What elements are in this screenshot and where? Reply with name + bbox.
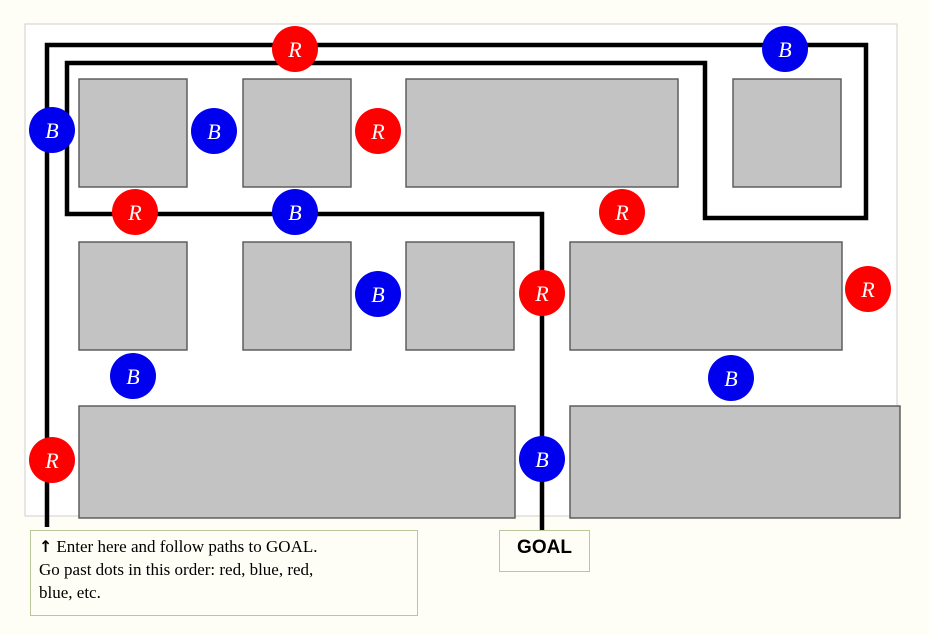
blue-dot-letter: B	[724, 366, 737, 391]
red-dot-letter: R	[287, 37, 302, 62]
red-dot-circle	[112, 189, 158, 235]
block	[78, 241, 188, 351]
block	[569, 405, 901, 519]
instructions-line: ↑Enter here and follow paths to GOAL.	[39, 535, 409, 558]
block	[242, 78, 352, 188]
red-dot-circle	[29, 437, 75, 483]
instructions-line-1: Enter here and follow paths to GOAL.	[56, 537, 318, 556]
red-dot-letter: R	[44, 448, 59, 473]
red-dot-circle	[272, 26, 318, 72]
instructions-line-2: Go past dots in this order: red, blue, r…	[39, 560, 314, 579]
block	[242, 241, 352, 351]
red-dot-circle	[845, 266, 891, 312]
red-dot-circle	[599, 189, 645, 235]
red-dot-letter: R	[860, 277, 875, 302]
block	[405, 78, 679, 188]
blue-dot: B	[762, 26, 808, 72]
blocks	[78, 78, 901, 519]
block	[732, 78, 842, 188]
blue-dot-circle	[191, 108, 237, 154]
blue-dot-circle	[762, 26, 808, 72]
red-dot: R	[599, 189, 645, 235]
block	[78, 78, 188, 188]
red-dot-circle	[519, 270, 565, 316]
blue-dot-letter: B	[126, 364, 139, 389]
blue-dot-letter: B	[288, 200, 301, 225]
blue-dot-letter: B	[45, 118, 58, 143]
blue-dot-letter: B	[207, 119, 220, 144]
blue-dot-circle	[519, 436, 565, 482]
blue-dot: B	[708, 355, 754, 401]
blue-dot-circle	[708, 355, 754, 401]
instructions-line-3: blue, etc.	[39, 583, 101, 602]
red-dot: R	[519, 270, 565, 316]
red-dot-circle	[355, 108, 401, 154]
blue-dot: B	[355, 271, 401, 317]
red-dot-letter: R	[370, 119, 385, 144]
blue-dot: B	[519, 436, 565, 482]
red-dot-letter: R	[127, 200, 142, 225]
block	[569, 241, 843, 351]
red-dot: R	[355, 108, 401, 154]
blue-dot-circle	[110, 353, 156, 399]
dots: R B B B R R B R	[29, 26, 891, 483]
block	[405, 241, 515, 351]
blue-dot: B	[191, 108, 237, 154]
blue-dot-circle	[355, 271, 401, 317]
red-dot: R	[112, 189, 158, 235]
red-dot: R	[29, 437, 75, 483]
blue-dot: B	[110, 353, 156, 399]
blue-dot-letter: B	[535, 447, 548, 472]
blue-dot-circle	[272, 189, 318, 235]
red-dot-letter: R	[614, 200, 629, 225]
red-dot: R	[845, 266, 891, 312]
blue-dot-circle	[29, 107, 75, 153]
blue-dot: B	[272, 189, 318, 235]
goal-label: GOAL	[499, 530, 590, 572]
blue-dot: B	[29, 107, 75, 153]
red-dot: R	[272, 26, 318, 72]
red-dot-letter: R	[534, 281, 549, 306]
blue-dot-letter: B	[778, 37, 791, 62]
block	[78, 405, 516, 519]
blue-dot-letter: B	[371, 282, 384, 307]
up-arrow-icon: ↑	[39, 537, 53, 556]
instructions-box: ↑Enter here and follow paths to GOAL. Go…	[30, 530, 418, 616]
